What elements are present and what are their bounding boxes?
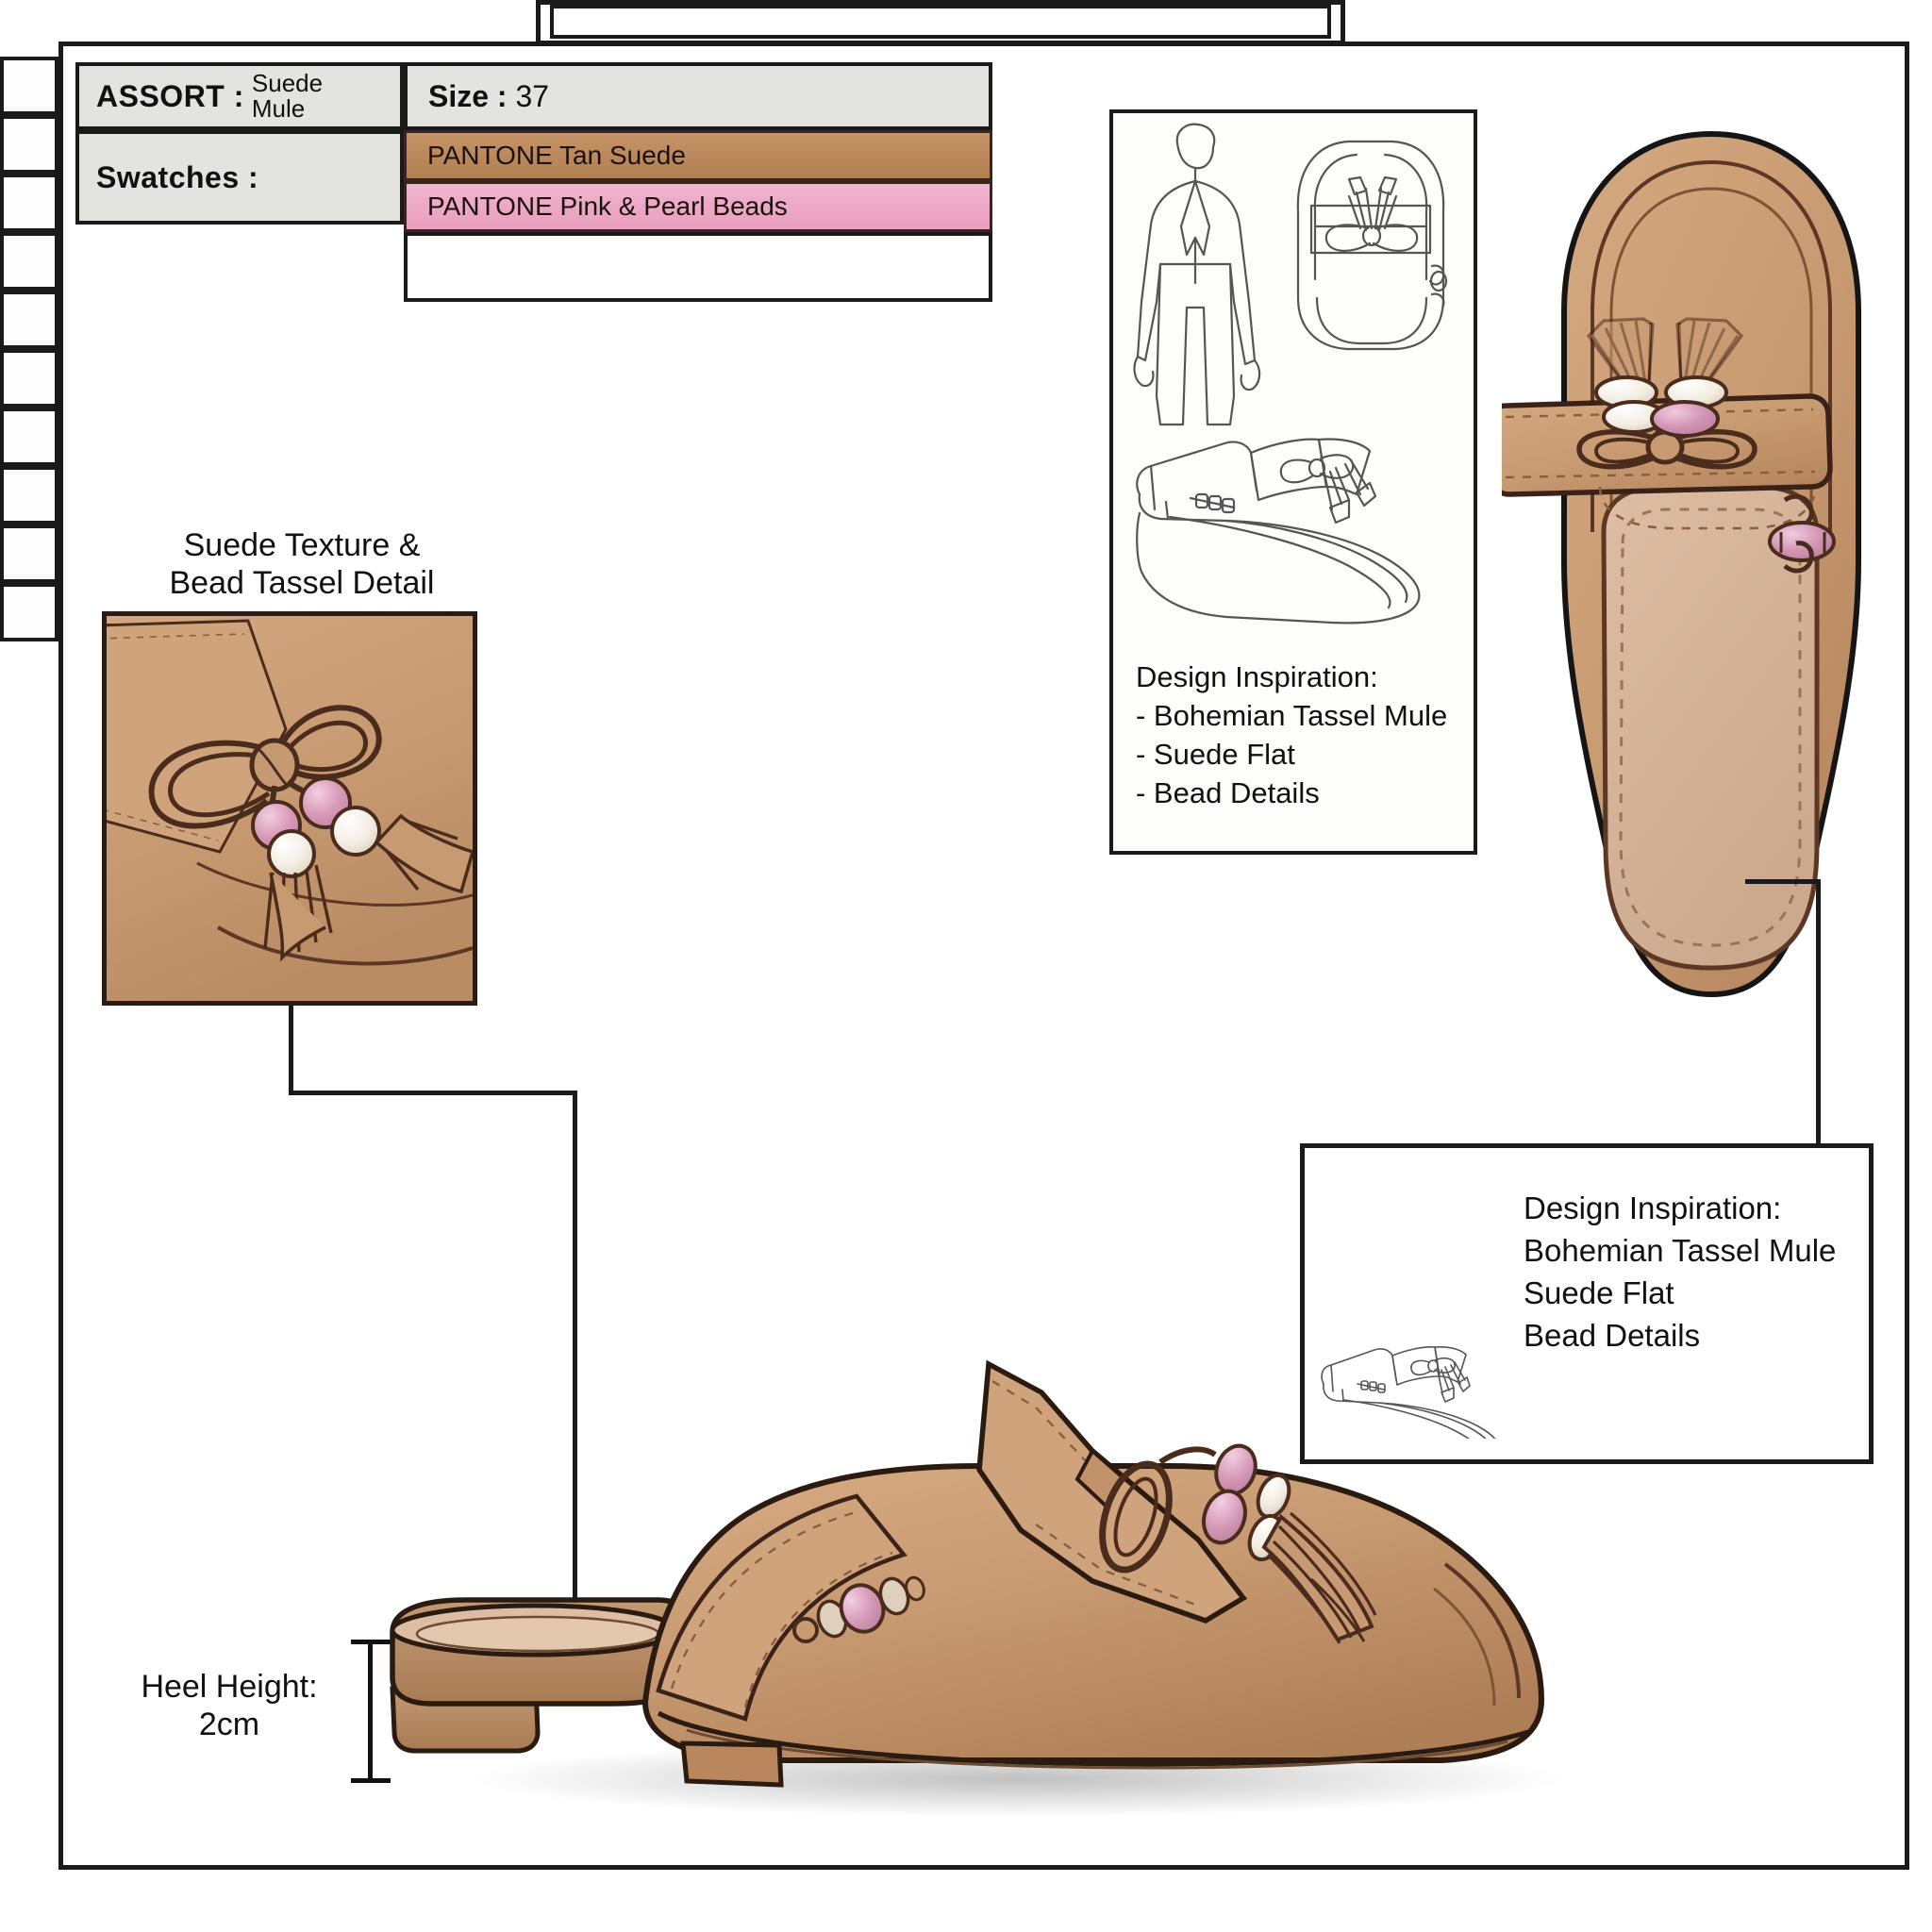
assort-label: ASSORT : (96, 78, 244, 113)
tab-cell-2 (0, 174, 58, 232)
detail-leader-segment-1 (289, 1006, 293, 1095)
insp-top-item-0: - Bohemian Tassel Mule (1136, 698, 1448, 732)
insp-bot-heading: Design Inspiration: (1524, 1191, 1782, 1225)
tab-cell-3 (0, 232, 58, 291)
bead-tassel-detail-drawing (107, 616, 473, 1001)
size-cell: Size : 37 (404, 62, 992, 130)
tab-cell-9 (0, 583, 58, 641)
swatch-row-empty (404, 232, 992, 302)
top-header-bar-inner (550, 5, 1331, 39)
size-value: 37 (515, 78, 550, 113)
left-tab-column (0, 57, 58, 641)
inspiration-sketch-bottom (1321, 1346, 1496, 1439)
assort-value: Suede Mule (252, 71, 323, 121)
assort-value-line2: Mule (251, 94, 306, 123)
tab-cell-8 (0, 525, 58, 583)
design-inspiration-box-top: Design Inspiration: - Bohemian Tassel Mu… (1109, 109, 1477, 855)
detail-title-line1: Suede Texture & (183, 527, 421, 563)
shoe-side-view-illustration (390, 1359, 1564, 1817)
design-inspiration-box-bottom: Design Inspiration: Bohemian Tassel Mule… (1300, 1143, 1874, 1464)
tab-cell-4 (0, 291, 58, 349)
insp-leader-segment-h (1745, 879, 1821, 884)
swatch-label-tan: PANTONE Tan Suede (427, 141, 686, 170)
tab-cell-7 (0, 466, 58, 525)
heel-height-label: Heel Height: 2cm (111, 1668, 347, 1743)
tab-cell-1 (0, 115, 58, 174)
design-inspiration-bottom-text: Design Inspiration: Bohemian Tassel Mule… (1524, 1188, 1882, 1357)
tab-cell-0 (0, 57, 58, 115)
tab-cell-5 (0, 349, 58, 408)
insp-bot-item-0: Bohemian Tassel Mule (1524, 1232, 1837, 1268)
swatch-row-tan: PANTONE Tan Suede (404, 130, 992, 181)
detail-callout-image (102, 611, 477, 1006)
heel-height-line1: Heel Height: (141, 1669, 318, 1705)
swatches-label: Swatches : (96, 159, 259, 194)
assort-cell: ASSORT : Suede Mule (75, 62, 404, 130)
detail-title-line2: Bead Tassel Detail (169, 565, 435, 602)
insp-bot-item-1: Suede Flat (1524, 1274, 1674, 1310)
detail-leader-segment-3 (573, 1091, 577, 1657)
size-label: Size : (428, 78, 508, 113)
insp-top-item-2: - Bead Details (1136, 775, 1320, 809)
spec-table: ASSORT : Suede Mule Swatches : Size : 37… (75, 62, 992, 326)
design-inspiration-top-text: Design Inspiration: - Bohemian Tassel Mu… (1136, 658, 1466, 813)
insp-leader-segment-v (1816, 879, 1821, 1148)
assort-value-line1: Suede (251, 69, 324, 98)
detail-leader-segment-2 (289, 1091, 577, 1095)
insp-top-heading: Design Inspiration: (1136, 660, 1378, 693)
shoe-top-view-illustration (1502, 130, 1861, 998)
inspiration-sketch-top (1133, 123, 1448, 625)
swatch-row-pink: PANTONE Pink & Pearl Beads (404, 181, 992, 232)
heel-height-dimension-marker (351, 1640, 391, 1783)
detail-callout-title: Suede Texture & Bead Tassel Detail (142, 526, 462, 602)
swatch-label-pink: PANTONE Pink & Pearl Beads (427, 192, 788, 221)
insp-top-item-1: - Suede Flat (1136, 737, 1295, 771)
swatches-cell: Swatches : (75, 130, 404, 225)
insp-bot-item-2: Bead Details (1524, 1317, 1701, 1353)
tab-cell-6 (0, 408, 58, 466)
heel-height-line2: 2cm (198, 1707, 260, 1743)
size-text: Size : 37 (428, 79, 549, 114)
